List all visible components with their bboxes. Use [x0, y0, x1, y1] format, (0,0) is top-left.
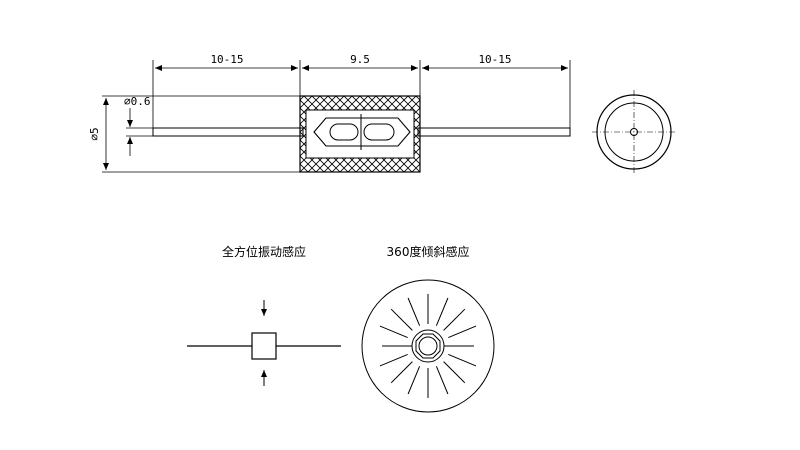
glass-tube	[313, 117, 411, 147]
tilt-caption: 360度倾斜感应	[387, 244, 470, 259]
tilt-ray	[390, 361, 413, 384]
body-diameter-dimension: ⌀5	[88, 127, 101, 140]
tilt-rays	[379, 294, 477, 398]
tilt-ray	[443, 308, 466, 331]
tilt-ray	[435, 366, 449, 395]
left-lead	[152, 127, 304, 137]
tilt-diagram	[361, 279, 495, 413]
right-contact	[363, 123, 395, 141]
tilt-ray	[379, 325, 408, 339]
tilt-ray	[443, 361, 466, 384]
lead-diameter-dimension: ⌀0.6	[124, 95, 151, 108]
tilt-ray	[448, 353, 477, 367]
tilt-center-inner	[418, 336, 438, 356]
tilt-ray	[448, 325, 477, 339]
tilt-ray	[407, 297, 421, 326]
left-contact	[329, 123, 359, 141]
vibration-caption: 全方位振动感应	[222, 244, 306, 259]
vibration-diagram	[187, 300, 341, 386]
tilt-ray	[379, 353, 408, 367]
tilt-ray	[390, 308, 413, 331]
tilt-ray	[407, 366, 421, 395]
vibration-body	[251, 332, 277, 360]
end-view	[592, 90, 676, 174]
tilt-ray	[435, 297, 449, 326]
body-length-dimension: 9.5	[350, 53, 370, 66]
left-lead-dimension: 10-15	[210, 53, 243, 66]
right-lead	[417, 127, 571, 137]
right-lead-dimension: 10-15	[478, 53, 511, 66]
side-view: 10-15 9.5 10-15 ⌀5 ⌀0.6	[88, 53, 571, 173]
